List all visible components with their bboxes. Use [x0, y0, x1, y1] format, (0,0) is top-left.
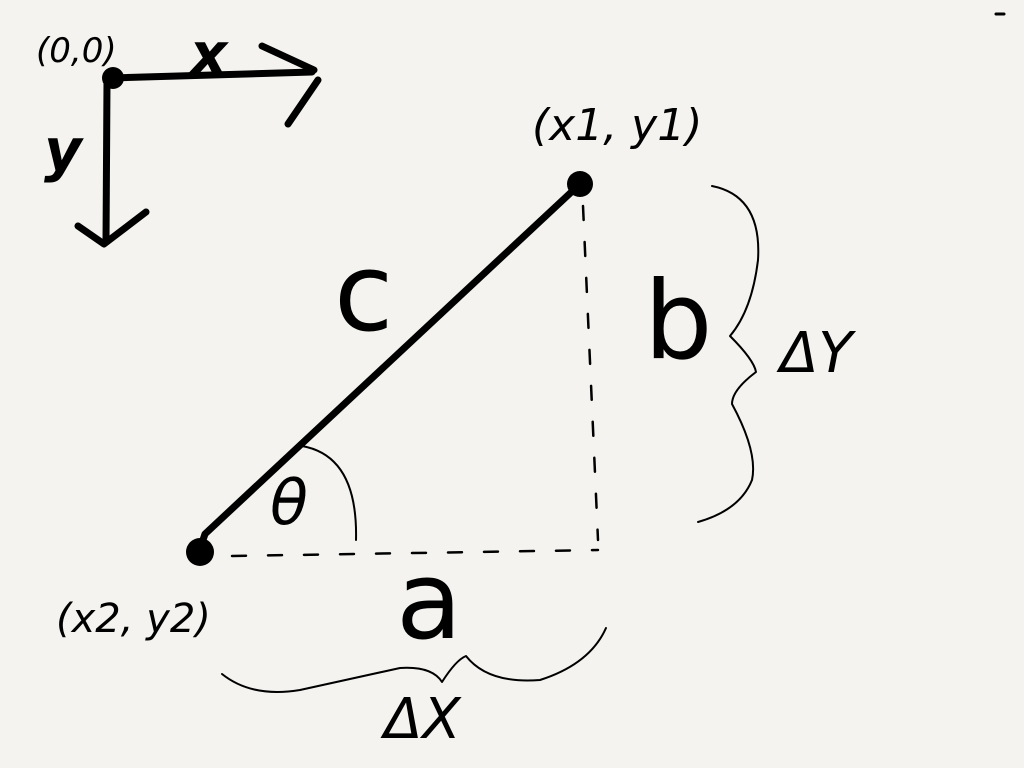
axes-sketch: x y (0,0)	[36, 20, 322, 248]
y-axis-arrowhead	[74, 208, 150, 248]
point-1-label: (x1, y1)	[532, 100, 702, 151]
delta-y-label: ΔY	[776, 321, 856, 386]
vertical-leg-dashed	[581, 204, 600, 542]
right-triangle	[186, 171, 600, 566]
vertical-brace	[697, 185, 760, 523]
x-axis-label: x	[187, 20, 229, 88]
angle-arc	[301, 445, 358, 541]
point-1-dot	[567, 171, 593, 197]
vertical-brace-path	[697, 185, 760, 523]
y-axis-label: y	[44, 116, 84, 184]
origin-label: (0,0)	[36, 31, 117, 71]
origin-dot	[102, 67, 124, 89]
x-axis-arrow-line	[108, 68, 316, 82]
y-axis-arrow-line	[102, 78, 111, 246]
hypotenuse-label: c	[334, 231, 393, 356]
horizontal-brace-path	[221, 627, 607, 693]
delta-x-label: ΔX	[380, 687, 462, 752]
horizontal-leg-dashed	[230, 548, 600, 558]
x-axis-arrowhead	[258, 42, 322, 128]
vertical-leg-label: b	[644, 259, 713, 384]
horizontal-leg-label: a	[396, 539, 462, 664]
horizontal-brace	[221, 627, 607, 693]
point-2-label: (x2, y2)	[56, 596, 211, 642]
angle-label: θ	[270, 466, 308, 539]
point-2-dot	[186, 538, 214, 566]
